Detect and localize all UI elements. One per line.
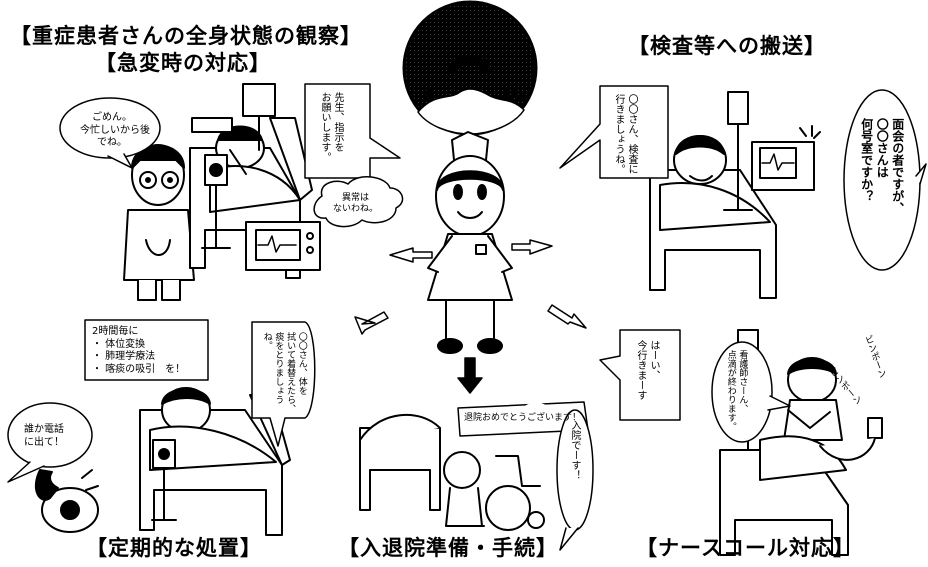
- routine-checklist: 2時間毎に ・ 体位変換 ・ 肺理学療法 ・ 喀痰の吸引 を！: [92, 326, 186, 375]
- speech-drip-done: 看護師さーん、点滴が終わります。: [725, 350, 748, 431]
- heading-emergency: 【急変時の対応】: [95, 51, 271, 75]
- speech-go-exam: 〇〇さん、検査に行きましょうね。: [613, 94, 637, 174]
- speech-admission: 入院でーす！: [569, 420, 580, 480]
- heading-transport: 【検査等への搬送】: [628, 34, 826, 58]
- heading-admission: 【入退院準備・手続】: [338, 536, 558, 560]
- ecg-monitor-icon: [245, 221, 321, 271]
- iv-drip-icon: [723, 91, 753, 211]
- patient-in-bed-icon: [649, 135, 777, 299]
- clock-number-left: 8: [422, 84, 435, 105]
- iv-drip-icon: [191, 83, 276, 151]
- patient-in-bed-icon: [189, 117, 313, 279]
- speech-visitor: 面会の者ですが、〇〇さんは何号室ですか？: [859, 118, 905, 214]
- ecg-monitor-icon: [751, 125, 821, 191]
- speech-no-abnormal: 異常は ないわね。: [333, 193, 379, 215]
- nurse-call-button-icon: [819, 417, 883, 461]
- speech-phone: 誰か電話 に出て！: [24, 424, 64, 448]
- wall-clock-icon: [402, 0, 538, 136]
- doctor-figure-icon: [123, 144, 195, 301]
- patient-in-bed-icon: [359, 413, 441, 511]
- speech-coming: はーい、今行きまーす: [635, 340, 659, 400]
- direction-arrow-icon: [354, 239, 587, 394]
- speech-doctor-busy: ごめん。 今忙しいから後 でね。: [80, 112, 150, 148]
- heading-routine: 【定期的な処置】: [86, 536, 262, 560]
- speech-bubble-outlines: [7, 83, 927, 551]
- speech-discharge: 退院おめでとうございます！: [464, 413, 582, 423]
- nurse-figure-icon: [427, 131, 513, 354]
- heading-nurse-call: 【ナースコール対応】: [636, 536, 855, 560]
- speech-wipe-body: 〇〇さん、体を拭いて着替えたら、痰をとりましょうね。: [261, 332, 307, 413]
- patient-in-bed-icon: [719, 357, 849, 556]
- clock-number-right: 16: [500, 84, 526, 105]
- patient-in-bed-icon: [139, 387, 291, 536]
- speech-ask-doctor: 先生、指示をお願いします。: [319, 92, 343, 162]
- heading-observation: 【重症患者さんの全身状態の観察】: [10, 24, 362, 48]
- wheelchair-icon: [443, 451, 545, 531]
- telephone-icon: [34, 469, 99, 533]
